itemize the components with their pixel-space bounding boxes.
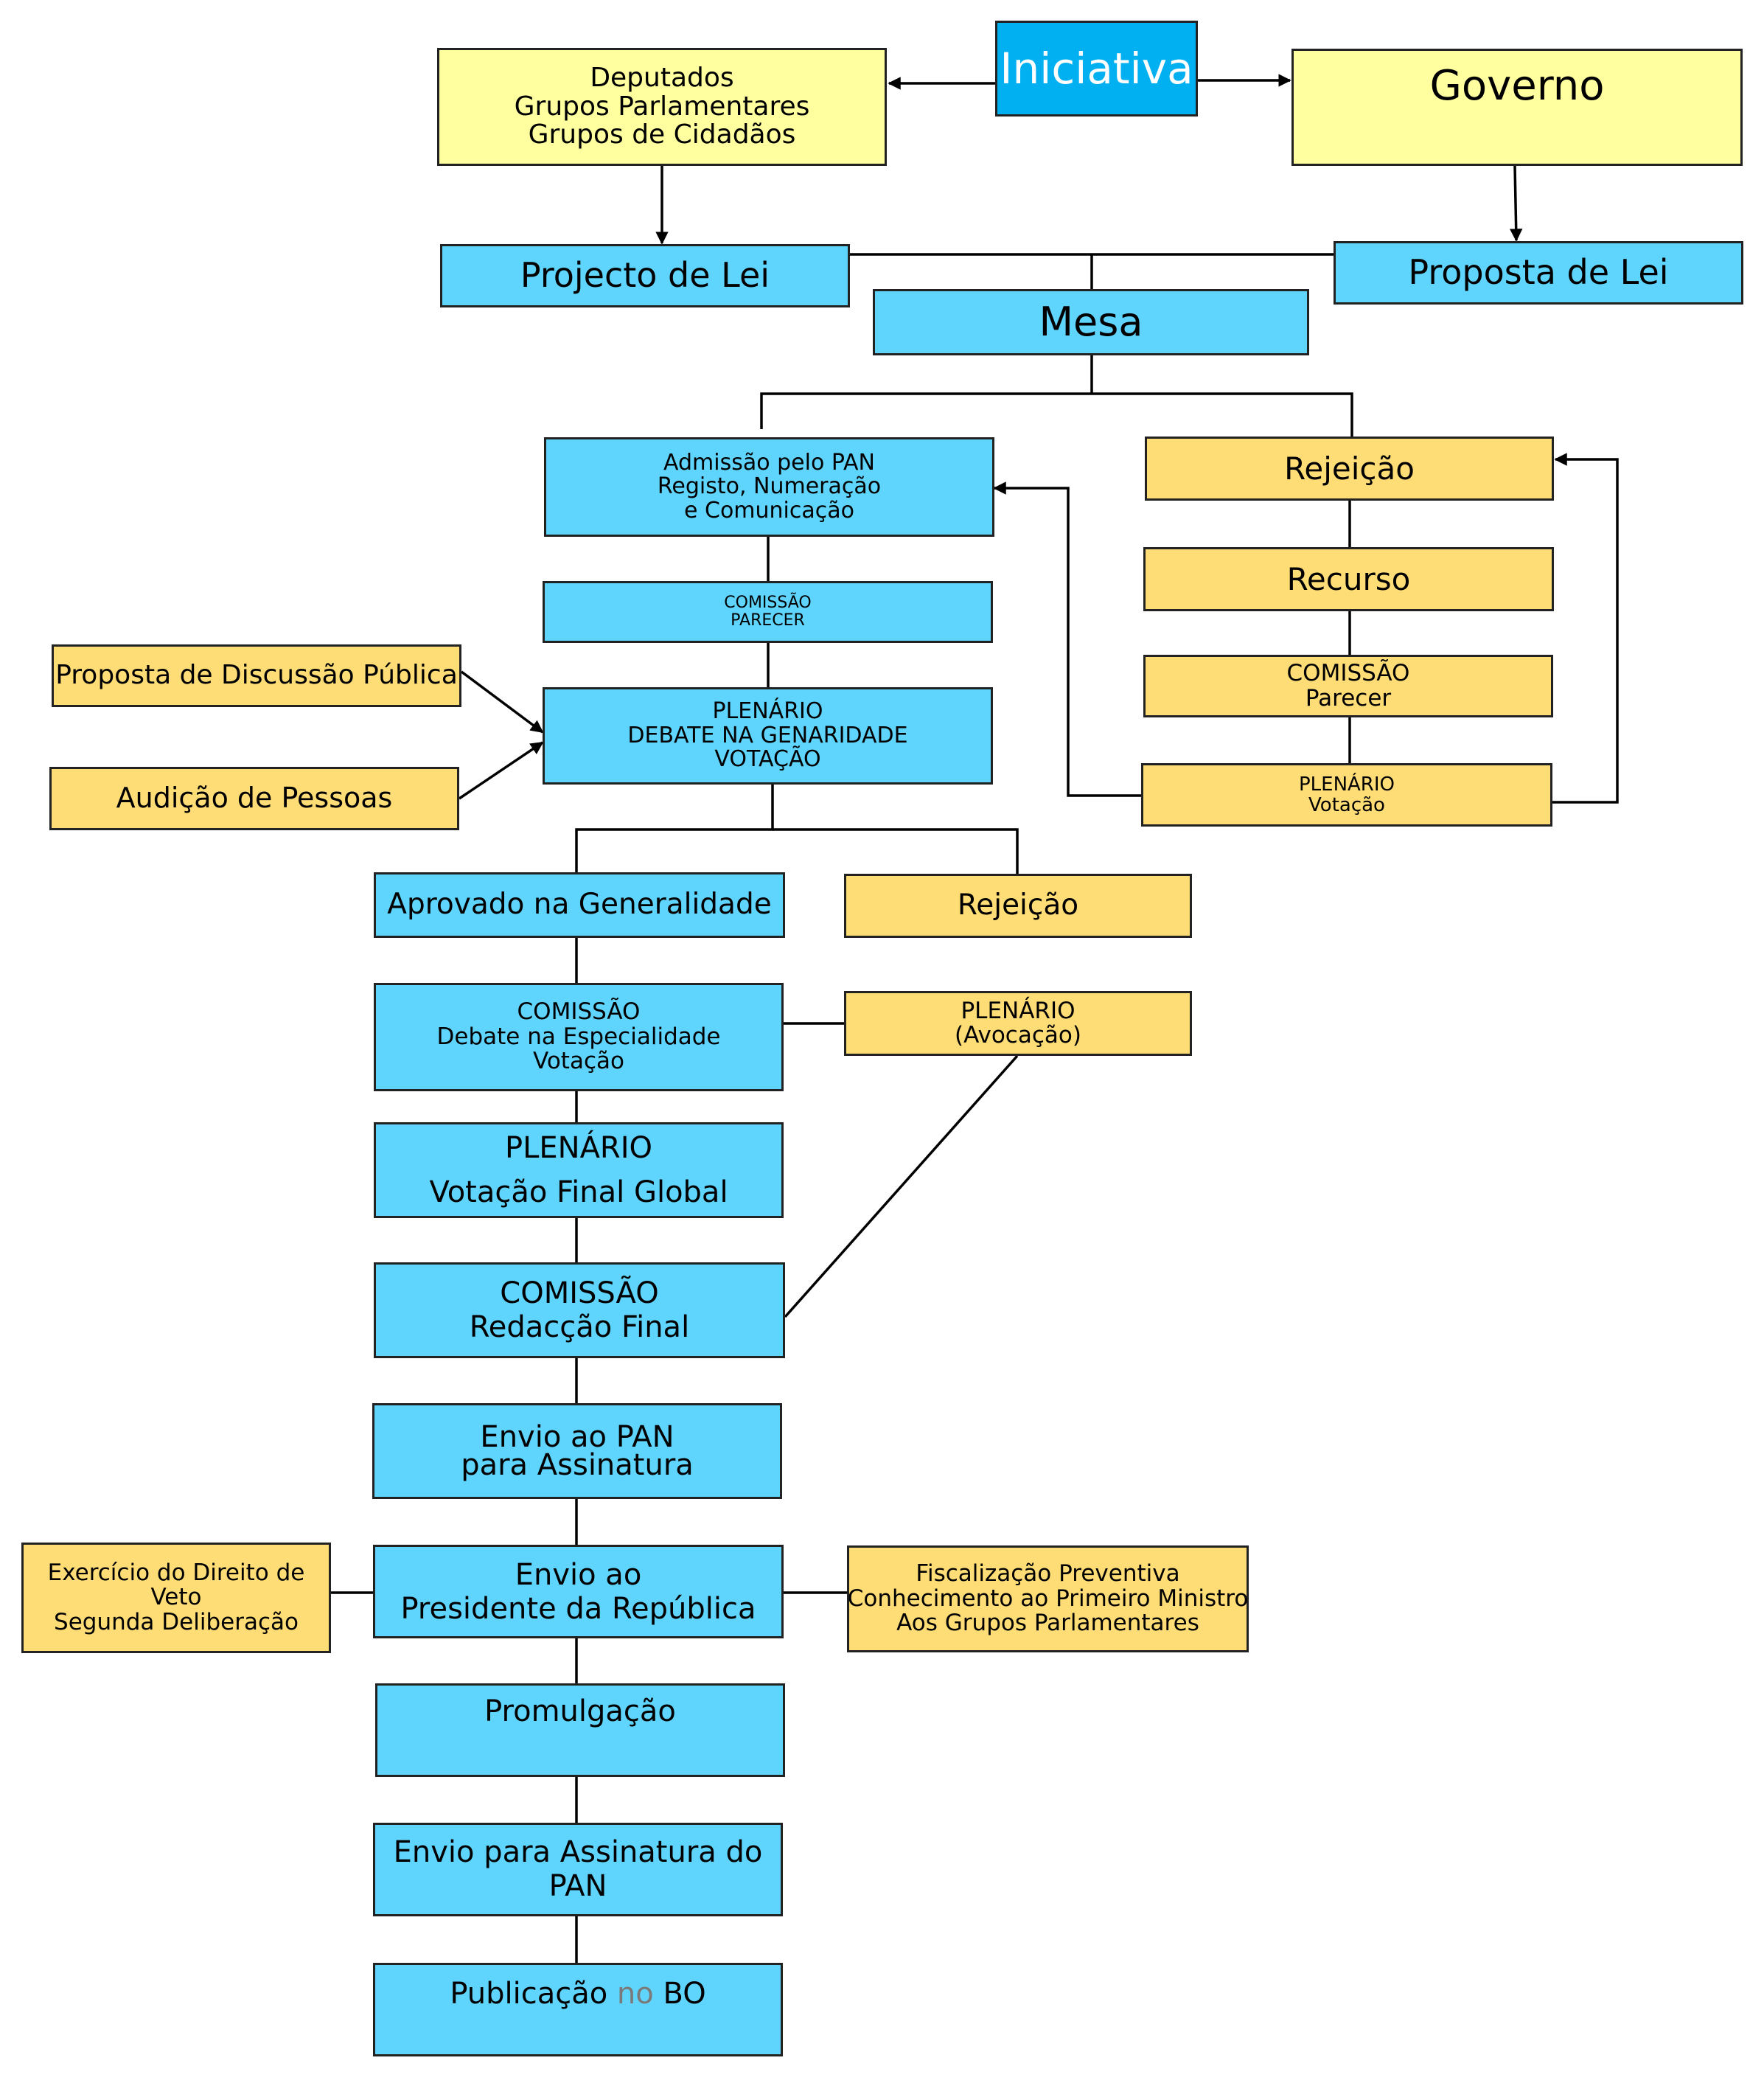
audicao-box: Audição de Pessoas xyxy=(49,767,459,830)
fiscalizacao-box: Fiscalização Preventiva Conhecimento ao … xyxy=(847,1545,1249,1652)
admission-line-2: Registo, Numeração xyxy=(657,473,882,500)
veto-line-3: Segunda Deliberação xyxy=(54,1608,299,1635)
link-mesa-split xyxy=(760,392,1353,437)
discussao-publica-box: Proposta de Discussão Pública xyxy=(52,644,461,707)
comissao-especialidade-line-2: Debate na Especialidade xyxy=(436,1023,721,1050)
plenario-avocacao-line-2: (Avocação) xyxy=(955,1022,1081,1049)
projecto-de-lei-box: Projecto de Lei xyxy=(440,244,850,307)
projecto-title: Projecto de Lei xyxy=(520,255,770,296)
government-box: Governo xyxy=(1291,49,1743,166)
comissao-parecer-box: COMISSÃO PARECER xyxy=(543,581,993,643)
plenario-debate-line-2: DEBATE NA GENARIDADE xyxy=(627,722,908,748)
discussao-publica-title: Proposta de Discussão Pública xyxy=(55,660,458,691)
deputies-line-3: Grupos de Cidadãos xyxy=(528,119,796,150)
rejeicao-top-box: Rejeição xyxy=(1145,437,1554,501)
veto-line-2: Veto xyxy=(150,1584,202,1611)
plenario-debate-line-1: PLENÁRIO xyxy=(712,698,823,725)
veto-line-1: Exercício do Direito de xyxy=(47,1559,305,1586)
envio-presidente-line-1: Envio ao xyxy=(515,1557,642,1592)
veto-box: Exercício do Direito de Veto Segunda Del… xyxy=(21,1543,331,1653)
comissao-especialidade-line-3: Votação xyxy=(533,1048,624,1075)
arrow-back-rejeicao xyxy=(1552,453,1619,804)
mesa-box: Mesa xyxy=(873,289,1309,355)
fiscalizacao-line-2: Conhecimento ao Primeiro Ministro xyxy=(847,1585,1249,1612)
fiscalizacao-line-3: Aos Grupos Parlamentares xyxy=(896,1610,1199,1637)
deputies-line-2: Grupos Parlamentares xyxy=(514,91,810,122)
mesa-title: Mesa xyxy=(1039,298,1143,345)
link-plenario-split-right xyxy=(773,828,1019,874)
comissao-especialidade-box: COMISSÃO Debate na Especialidade Votação xyxy=(374,983,784,1091)
promulgacao-box: Promulgação xyxy=(375,1683,785,1777)
comissao-parecer2-line-1: COMISSÃO xyxy=(1286,660,1410,687)
publicacao-mid: no xyxy=(616,1977,654,2011)
admission-line-3: e Comunicação xyxy=(684,497,854,524)
audicao-title: Audição de Pessoas xyxy=(116,782,393,815)
rejeicao-mid-title: Rejeição xyxy=(957,889,1079,922)
plenario-votacao-box: PLENÁRIO Votação xyxy=(1141,763,1552,827)
envio-pan-line-1: Envio ao PAN xyxy=(480,1420,674,1454)
comissao-parecer-line-1: COMISSÃO xyxy=(724,594,812,613)
arrow-back-admission xyxy=(993,481,1141,797)
plenario-final-line-1: PLENÁRIO xyxy=(504,1131,653,1165)
envio-pan-box: Envio ao PAN para Assinatura xyxy=(372,1403,782,1499)
comissao-especialidade-line-1: COMISSÃO xyxy=(517,998,641,1026)
aprovado-title: Aprovado na Generalidade xyxy=(387,888,772,922)
plenario-final-line-2: Votação Final Global xyxy=(429,1175,728,1209)
recurso-title: Recurso xyxy=(1286,560,1411,597)
comissao-parecer-line-2: PARECER xyxy=(731,611,805,630)
arrow-discussao xyxy=(460,670,544,734)
envio-presidente-box: Envio ao Presidente da República xyxy=(373,1545,784,1638)
link-plenario-split xyxy=(575,785,774,872)
plenario-votacao-line-1: PLENÁRIO xyxy=(1298,773,1395,796)
comissao-redaccao-line-1: COMISSÃO xyxy=(500,1276,659,1310)
envio-assinatura-line-2: PAN xyxy=(548,1869,607,1903)
publicacao-post: BO xyxy=(653,1977,706,2011)
envio-presidente-line-2: Presidente da República xyxy=(400,1591,756,1626)
envio-assinatura-box: Envio para Assinatura do PAN xyxy=(373,1823,783,1916)
plenario-avocacao-box: PLENÁRIO (Avocação) xyxy=(844,991,1192,1056)
arrow-audicao xyxy=(459,741,544,800)
recurso-box: Recurso xyxy=(1143,547,1554,611)
plenario-debate-line-3: VOTAÇÃO xyxy=(714,746,821,773)
publicacao-title: Publicação no BO xyxy=(450,1978,705,2010)
comissao-redaccao-line-2: Redacção Final xyxy=(469,1310,690,1344)
proposta-title: Proposta de Lei xyxy=(1408,252,1669,293)
arrow-to-proposta xyxy=(1509,165,1523,242)
deputies-line-1: Deputados xyxy=(590,62,734,93)
proposta-de-lei-box: Proposta de Lei xyxy=(1334,241,1743,305)
plenario-debate-box: PLENÁRIO DEBATE NA GENARIDADE VOTAÇÃO xyxy=(543,687,993,785)
deputies-box: Deputados Grupos Parlamentares Grupos de… xyxy=(437,48,887,166)
government-title: Governo xyxy=(1429,62,1605,110)
promulgacao-title: Promulgação xyxy=(484,1694,676,1728)
initiative-box: Iniciativa xyxy=(995,21,1198,117)
initiative-title: Iniciativa xyxy=(1000,43,1193,94)
envio-pan-line-2: para Assinatura xyxy=(461,1448,694,1482)
comissao-parecer2-box: COMISSÃO Parecer xyxy=(1143,655,1553,717)
comissao-parecer2-line-2: Parecer xyxy=(1305,684,1392,712)
publicacao-pre: Publicação xyxy=(450,1977,617,2011)
admission-box: Admissão pelo PAN Registo, Numeração e C… xyxy=(544,437,994,537)
comissao-redaccao-box: COMISSÃO Redacção Final xyxy=(374,1262,785,1358)
plenario-votacao-line-2: Votação xyxy=(1308,794,1385,816)
fiscalizacao-line-1: Fiscalização Preventiva xyxy=(916,1560,1180,1588)
publicacao-box: Publicação no BO xyxy=(373,1963,783,2056)
envio-assinatura-line-1: Envio para Assinatura do xyxy=(393,1835,763,1869)
rejeicao-top-title: Rejeição xyxy=(1284,450,1415,487)
link-avocacao-redaccao xyxy=(784,1054,1019,1318)
plenario-avocacao-line-1: PLENÁRIO xyxy=(961,997,1076,1024)
admission-line-1: Admissão pelo PAN xyxy=(663,449,875,476)
plenario-final-box: PLENÁRIO Votação Final Global xyxy=(374,1122,784,1218)
aprovado-box: Aprovado na Generalidade xyxy=(374,872,785,938)
rejeicao-mid-box: Rejeição xyxy=(844,874,1192,938)
